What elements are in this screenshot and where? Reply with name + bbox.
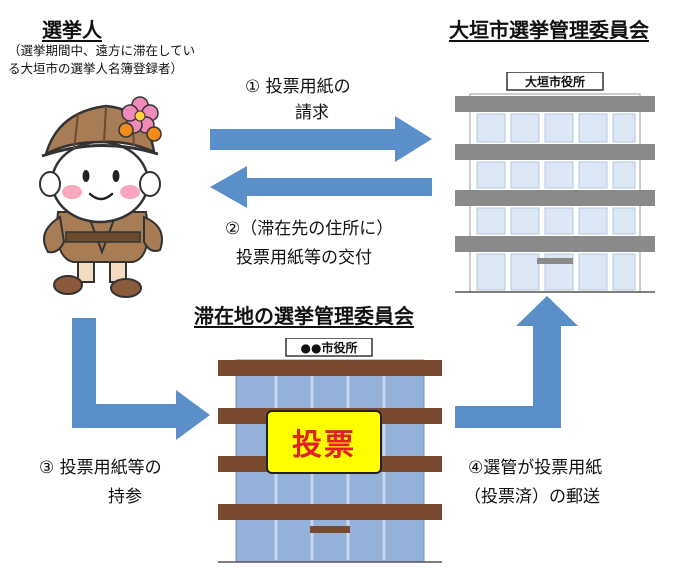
step1-label-line2: 請求	[295, 103, 329, 123]
voter-note-line1: （選挙期間中、遠方に滞在してい	[8, 43, 196, 58]
step3-label-line1: ③ 投票用紙等の	[39, 458, 162, 478]
arrow-request	[210, 116, 432, 162]
step2-label-line2: 投票用紙等の交付	[236, 248, 372, 268]
step2-label-line1: ②（滞在先の住所に）	[225, 219, 394, 239]
ogaki-committee-title: 大垣市選挙管理委員会	[449, 18, 649, 42]
mascot-character-illustration	[39, 96, 163, 298]
step4-label-line2: （投票済）の郵送	[464, 487, 600, 507]
vote-box: 投票	[266, 410, 382, 474]
local-city-hall-sign: ●●市役所	[300, 341, 358, 355]
arrow-bring	[72, 318, 210, 440]
arrow-mail	[455, 296, 578, 428]
vote-label: 投票	[292, 428, 356, 463]
step1-label-line1: ① 投票用紙の	[245, 77, 351, 97]
voter-note-line2: る大垣市の選挙人名簿登録者）	[8, 61, 184, 76]
ogaki-city-hall-sign: 大垣市役所	[524, 75, 585, 89]
arrow-issue	[210, 166, 432, 208]
step4-label-line1: ④選管が投票用紙	[468, 458, 603, 478]
ogaki-city-hall-building	[455, 72, 655, 293]
step3-label-line2: 持参	[108, 487, 142, 507]
local-committee-title: 滞在地の選挙管理委員会	[194, 304, 414, 328]
voter-title: 選挙人	[42, 18, 102, 42]
